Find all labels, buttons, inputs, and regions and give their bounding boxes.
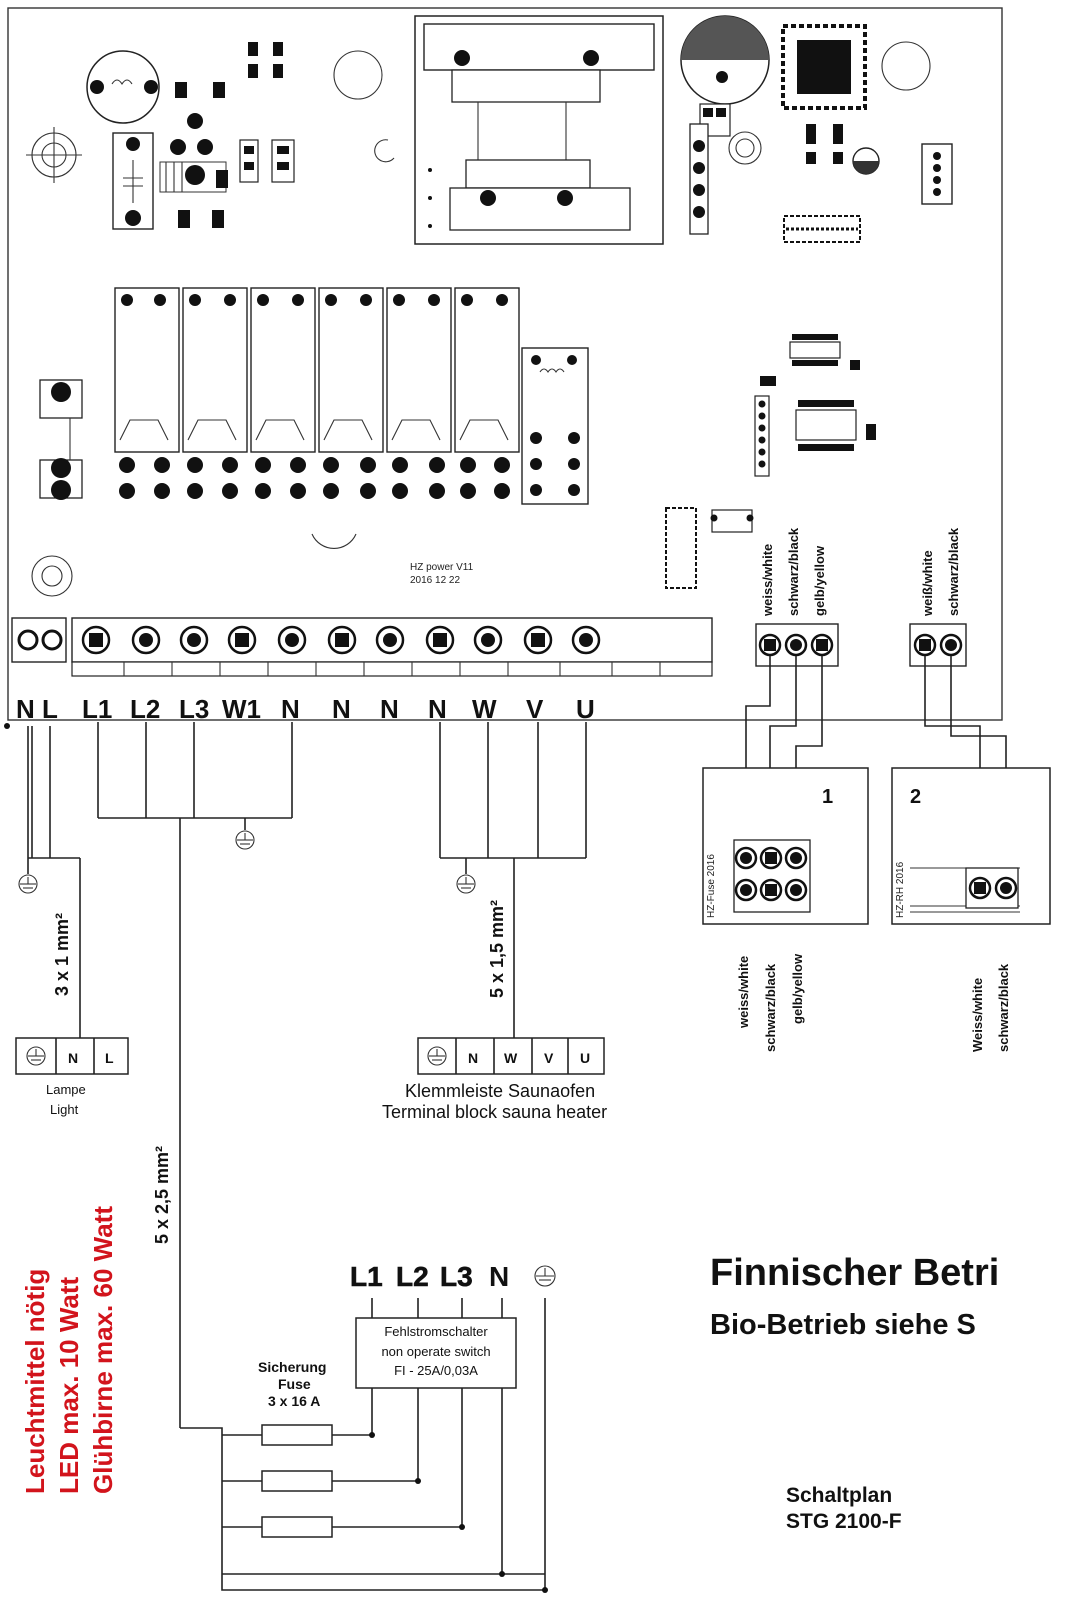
terminal-labels: N L L1 L2 L3 W1 N N N N W V U <box>16 694 595 724</box>
fuse-label-en: Fuse <box>278 1376 311 1392</box>
sensor-1-wire-black: schwarz/black <box>763 963 778 1052</box>
lamp-terminal-block: N L Lampe Light <box>15 1037 129 1117</box>
microcontroller-area <box>680 15 953 243</box>
heater-terminal-u: U <box>580 1050 590 1066</box>
sensor-2-box: 2 HZ-RH 2016 Weiss/white schwarz/black <box>891 767 1051 1052</box>
terminal-label: L2 <box>130 694 160 724</box>
terminal-label: L3 <box>179 694 209 724</box>
ground-icon <box>235 830 255 850</box>
lamp-label-en: Light <box>50 1102 79 1117</box>
terminal-label: W1 <box>222 694 261 724</box>
fuse-icon <box>261 1470 333 1492</box>
ground-icon <box>427 1046 447 1066</box>
terminal-label: N <box>16 694 35 724</box>
cable-label-supply: 5 x 2,5 mm² <box>152 1146 172 1244</box>
terminal-label: U <box>576 694 595 724</box>
board-wire-label-s2-black: schwarz/black <box>946 527 961 616</box>
lamp-terminal-n: N <box>68 1050 78 1066</box>
ground-icon <box>534 1265 556 1287</box>
board-wire-label-white: weiss/white <box>760 544 775 617</box>
plan-label-line2: STG 2100-F <box>786 1510 902 1533</box>
lamp-note-line2: LED max. 10 Watt <box>54 1276 84 1494</box>
supply-terminal-n: N <box>489 1261 509 1292</box>
sensor-1-box: 1 HZ-Fuse 2016 weiss/white schwarz/black… <box>702 767 869 1052</box>
ground-icon <box>18 874 38 894</box>
plan-label-line1: Schaltplan <box>786 1484 892 1507</box>
heater-label-en: Terminal block sauna heater <box>382 1102 607 1122</box>
ground-icon <box>26 1046 46 1066</box>
sensor-1-number: 1 <box>822 786 833 808</box>
board-version: HZ power V11 <box>410 562 474 573</box>
heater-terminal-n: N <box>468 1050 478 1066</box>
supply-terminal-l3: L3 <box>440 1261 473 1292</box>
sensor-2-number: 2 <box>910 786 921 808</box>
left-fuse-holders <box>31 379 357 597</box>
main-terminal-strip <box>11 617 713 677</box>
terminal-label: L1 <box>82 694 112 724</box>
board-wire-label-s2-white: weiß/white <box>920 550 935 617</box>
terminal-label: L <box>42 694 58 724</box>
sensor-1-wire-yellow: gelb/yellow <box>790 953 805 1024</box>
terminal-label: N <box>380 694 399 724</box>
lamp-label-de: Lampe <box>46 1082 86 1097</box>
transformer-block <box>414 15 664 245</box>
fuse-icon <box>261 1424 333 1446</box>
relay-bank <box>114 287 589 505</box>
board-wire-label-yellow: gelb/yellow <box>812 545 827 616</box>
sensor1-connector <box>755 623 839 667</box>
sensor-2-board-label: HZ-RH 2016 <box>895 861 906 918</box>
terminal-label: W <box>472 694 497 724</box>
board-wire-label-black: schwarz/black <box>786 527 801 616</box>
control-board: HZ power V11 2016 12 22 <box>7 7 1003 721</box>
rcd-line3: FI - 25A/0,03A <box>394 1363 478 1378</box>
ground-symbols <box>18 830 476 894</box>
supply-terminals: L1 L2 L3 N <box>350 1261 556 1292</box>
page-subtitle: Bio-Betrieb siehe S <box>710 1309 976 1341</box>
sensor-2-wire-white: Weiss/white <box>970 978 985 1052</box>
sensor-1-board-label: HZ-Fuse 2016 <box>706 854 717 918</box>
terminal-label: N <box>428 694 447 724</box>
board-component-cluster <box>26 42 395 230</box>
fuse-rating: 3 x 16 A <box>268 1393 320 1409</box>
rcd-line2: non operate switch <box>381 1344 490 1359</box>
rcd-box: Fehlstromschalter non operate switch FI … <box>355 1317 517 1389</box>
heater-label-de: Klemmleiste Saunaofen <box>405 1081 595 1101</box>
supply-terminal-l2: L2 <box>396 1261 429 1292</box>
cable-label-light: 3 x 1 mm² <box>52 913 72 996</box>
lamp-terminal-l: L <box>105 1050 114 1066</box>
terminal-label: N <box>332 694 351 724</box>
fuse-group: Sicherung Fuse 3 x 16 A <box>258 1359 333 1538</box>
heater-terminal-v: V <box>544 1050 554 1066</box>
cable-label-heater: 5 x 1,5 mm² <box>487 900 507 998</box>
heater-terminal-w: W <box>504 1050 518 1066</box>
board-date: 2016 12 22 <box>410 575 460 586</box>
lamp-note-line3: Glühbirne max. 60 Watt <box>88 1206 118 1494</box>
supply-terminal-l1: L1 <box>350 1261 383 1292</box>
terminal-label: N <box>281 694 300 724</box>
sensor-2-wire-black: schwarz/black <box>996 963 1011 1052</box>
ground-icon <box>456 874 476 894</box>
page-title: Finnischer Betri <box>710 1252 999 1294</box>
fuse-icon <box>261 1516 333 1538</box>
lamp-note-line1: Leuchtmittel nötig <box>20 1269 50 1494</box>
logic-ics <box>665 334 876 589</box>
lamp-note: Leuchtmittel nötig LED max. 10 Watt Glüh… <box>20 1206 118 1494</box>
sensor2-connector <box>909 623 967 667</box>
terminal-label: V <box>526 694 544 724</box>
sensor-1-wire-white: weiss/white <box>736 956 751 1029</box>
rcd-line1: Fehlstromschalter <box>384 1324 488 1339</box>
relay-terminal-dots <box>119 457 510 499</box>
fuse-label-de: Sicherung <box>258 1359 326 1375</box>
heater-terminal-block: N W V U Klemmleiste Saunaofen Terminal b… <box>382 1037 607 1122</box>
